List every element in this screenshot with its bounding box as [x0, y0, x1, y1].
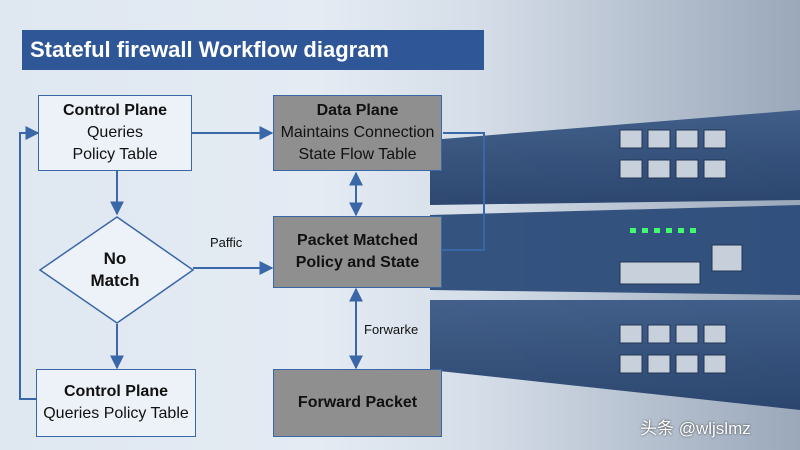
edge-label-forwarke: Forwarke	[364, 322, 419, 337]
node-packet-matched: Packet Matched Policy and State	[273, 216, 442, 288]
node-forward-packet-line1: Forward Packet	[297, 394, 418, 411]
node-packet-matched-line1: Packet Matched	[297, 232, 418, 249]
node-control-plane-top-line3: Policy Table	[72, 146, 158, 163]
node-control-plane-bottom: Control Plane Queries Policy Table	[36, 369, 196, 437]
node-control-plane-top-title: Control Plane	[62, 102, 167, 119]
decision-line1: No	[103, 249, 127, 268]
node-data-plane-line2: Maintains Connection	[280, 124, 435, 141]
node-control-plane-bottom-line2: Queries Policy Table	[43, 405, 189, 422]
node-control-plane-top: Control Plane Queries Policy Table	[38, 95, 192, 171]
node-control-plane-top-line2: Queries	[86, 124, 144, 141]
node-data-plane-line3: State Flow Table	[298, 146, 417, 163]
decision-line2: Match	[90, 271, 140, 290]
decision-diamond	[38, 216, 195, 324]
decision-label: No Match	[40, 248, 190, 292]
node-data-plane: Data Plane Maintains Connection State Fl…	[273, 95, 442, 171]
edge-label-paffic: Paffic	[210, 235, 243, 250]
node-control-plane-bottom-title: Control Plane	[63, 383, 168, 400]
edge-right-loop	[441, 132, 485, 251]
node-forward-packet: Forward Packet	[273, 369, 442, 437]
edge-loop-back	[19, 126, 40, 400]
node-packet-matched-line2: Policy and State	[295, 254, 420, 271]
slide-title: Stateful firewall Workflow diagram	[22, 30, 484, 70]
node-data-plane-title: Data Plane	[316, 102, 399, 119]
watermark: 头条 @wljslmz	[640, 419, 751, 438]
